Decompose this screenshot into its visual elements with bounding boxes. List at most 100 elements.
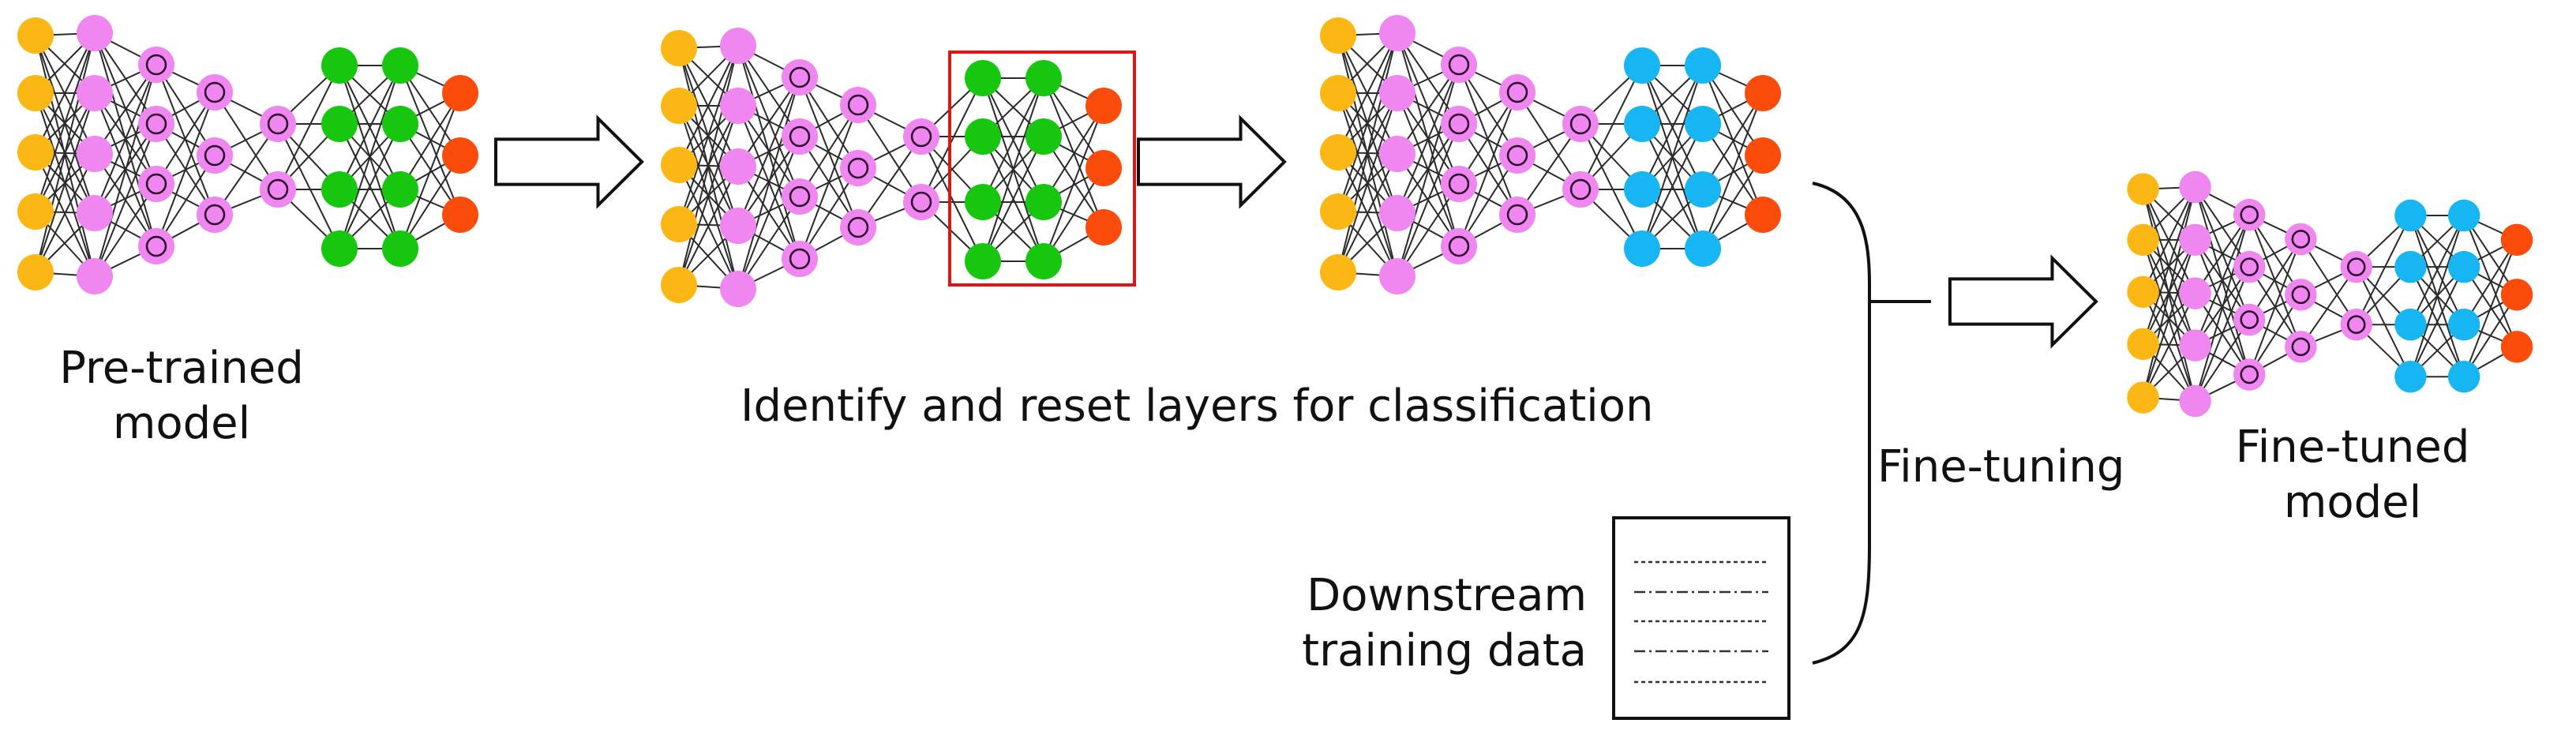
reset-head-model-node-head [1685,171,1721,208]
pretrained-model-node-input [17,254,54,290]
finetuned-model-node-feature [2179,171,2211,204]
finetuned-model-node-output [2500,331,2533,363]
reset-head-model-node-feature [1379,195,1415,231]
pretrained-model-node-input [17,17,54,54]
pretrained-model [17,15,478,294]
reset-head-model-node-feature [1379,136,1415,172]
reset-model-node-feature [720,88,756,124]
finetuned-model-node-head [2447,308,2480,341]
reset-head-model-node-output [1745,137,1781,174]
reset-head-model-node-head [1624,230,1660,267]
pretrained-model-node-feature [197,197,233,233]
pretrained-model-node-feature [138,228,174,264]
reset-head-model-node-input [1320,134,1356,171]
reset-head-model-node-feature [1562,106,1599,142]
reset-model-node-feature [782,118,818,155]
pretrained-model-node-head [382,230,418,267]
reset-model-node-head [965,243,1001,279]
reset-head-model-node-head [1685,47,1721,84]
pretrained-model-node-head [382,106,418,142]
reset-head-model-node-ring [1569,113,1592,135]
reset-head-model-node-head [1624,106,1660,142]
pretrained-model-node-feature [77,15,113,51]
finetuned-model-node-ring [2240,310,2259,329]
finetuned-model-node-head [2447,360,2480,393]
finetuned-model-node-feature [2179,277,2211,309]
reset-head-model-node-ring [1448,235,1470,257]
finetuned-model-node-feature [2285,331,2317,363]
reset-model-node-input [661,206,697,242]
reset-model-node-head [1026,243,1062,279]
reset-head-model-node-ring [1569,178,1592,200]
finetuned-model-node-output [2500,279,2533,311]
finetuned-model-node-feature [2340,250,2372,283]
reset-head-model-node-head [1624,171,1660,208]
reset-head-model-node-feature [1379,258,1415,294]
pretrained-model-node-feature [77,136,113,172]
finetuned-model-node-input [2127,381,2159,414]
pretrained-model-node-head [382,171,418,208]
finetuned-model-node-output [2500,223,2533,257]
finetuned-model-node-ring [2240,365,2259,384]
reset-model-node-ring [910,126,932,148]
finetuned-model-node-head [2447,199,2480,232]
reset-model-node-feature [782,178,818,215]
reset-head-model-node-feature [1441,228,1477,264]
reset-head-model-node-ring [1448,113,1470,135]
pretrained-label-line2: model [112,398,251,449]
reset-head-model-node-feature [1499,197,1535,233]
reset-model-node-ring [789,186,811,208]
finetuned-model-node-ring [2291,337,2311,357]
pretrained-model-node-feature [77,195,113,231]
pretrained-model-node-feature [260,106,296,142]
pretrained-model-node-ring [145,54,167,76]
reset-model-node-feature [720,271,756,307]
reset-head-model-node-head [1624,47,1660,84]
finetuned-model-node-feature [2179,329,2211,362]
finetuned-model-node-head [2394,360,2427,393]
finetuned-model-node-head [2447,250,2480,283]
reset-head-model-node-ring [1506,204,1528,226]
identify-reset-label: Identify and reset layers for classifica… [741,380,1654,432]
pretrained-label-line1: Pre-trained [59,343,304,394]
reset-model-node-ring [847,216,869,238]
finetuned-model-node-feature [2179,223,2211,257]
pretrained-model-node-input [17,193,54,230]
reset-head-model [1320,15,1781,294]
reset-model-node-ring [910,191,932,213]
reset-model-node-feature [903,184,939,220]
finetuned-model-node-ring [2346,315,2366,334]
reset-model-node-feature [840,150,876,186]
reset-model-node-output [1086,150,1122,186]
pretrained-model-node-ring [204,81,226,103]
reset-model-node-feature [840,87,876,123]
pretrained-model-node-output [442,197,478,233]
finetuned-model-node-ring [2291,285,2311,305]
finetuned-model-node-head [2394,250,2427,283]
pretrained-model-node-feature [138,106,174,142]
reset-model-node-input [661,88,697,124]
downstream-label-line2: training data [1302,625,1587,676]
pretrained-model-node-input [17,134,54,171]
reset-head-model-node-head [1685,230,1721,267]
pretrained-model-node-ring [145,235,167,257]
finetuned-model-node-feature [2340,308,2372,341]
pretrained-model-node-feature [197,74,233,111]
reset-head-model-node-feature [1441,166,1477,202]
reset-model-node-feature [720,208,756,244]
finetuned-label-line1: Fine-tuned [2235,422,2470,473]
finetuned-model-node-feature [2233,358,2266,391]
reset-head-model-node-feature [1441,106,1477,142]
finetuned-model-node-head [2394,199,2427,232]
curly-brace-icon [1812,182,1871,665]
document-icon [1612,516,1790,720]
finetuned-model-node-input [2127,223,2159,257]
reset-head-model-node-head [1685,106,1721,142]
pretrained-model-node-ring [204,204,226,226]
pretrained-model-node-feature [197,137,233,174]
downstream-label: Downstream training data [1287,568,1587,679]
pretrained-model-node-ring [145,173,167,195]
reset-model-node-head [1026,60,1062,96]
pretrained-model-node-head [321,106,358,142]
